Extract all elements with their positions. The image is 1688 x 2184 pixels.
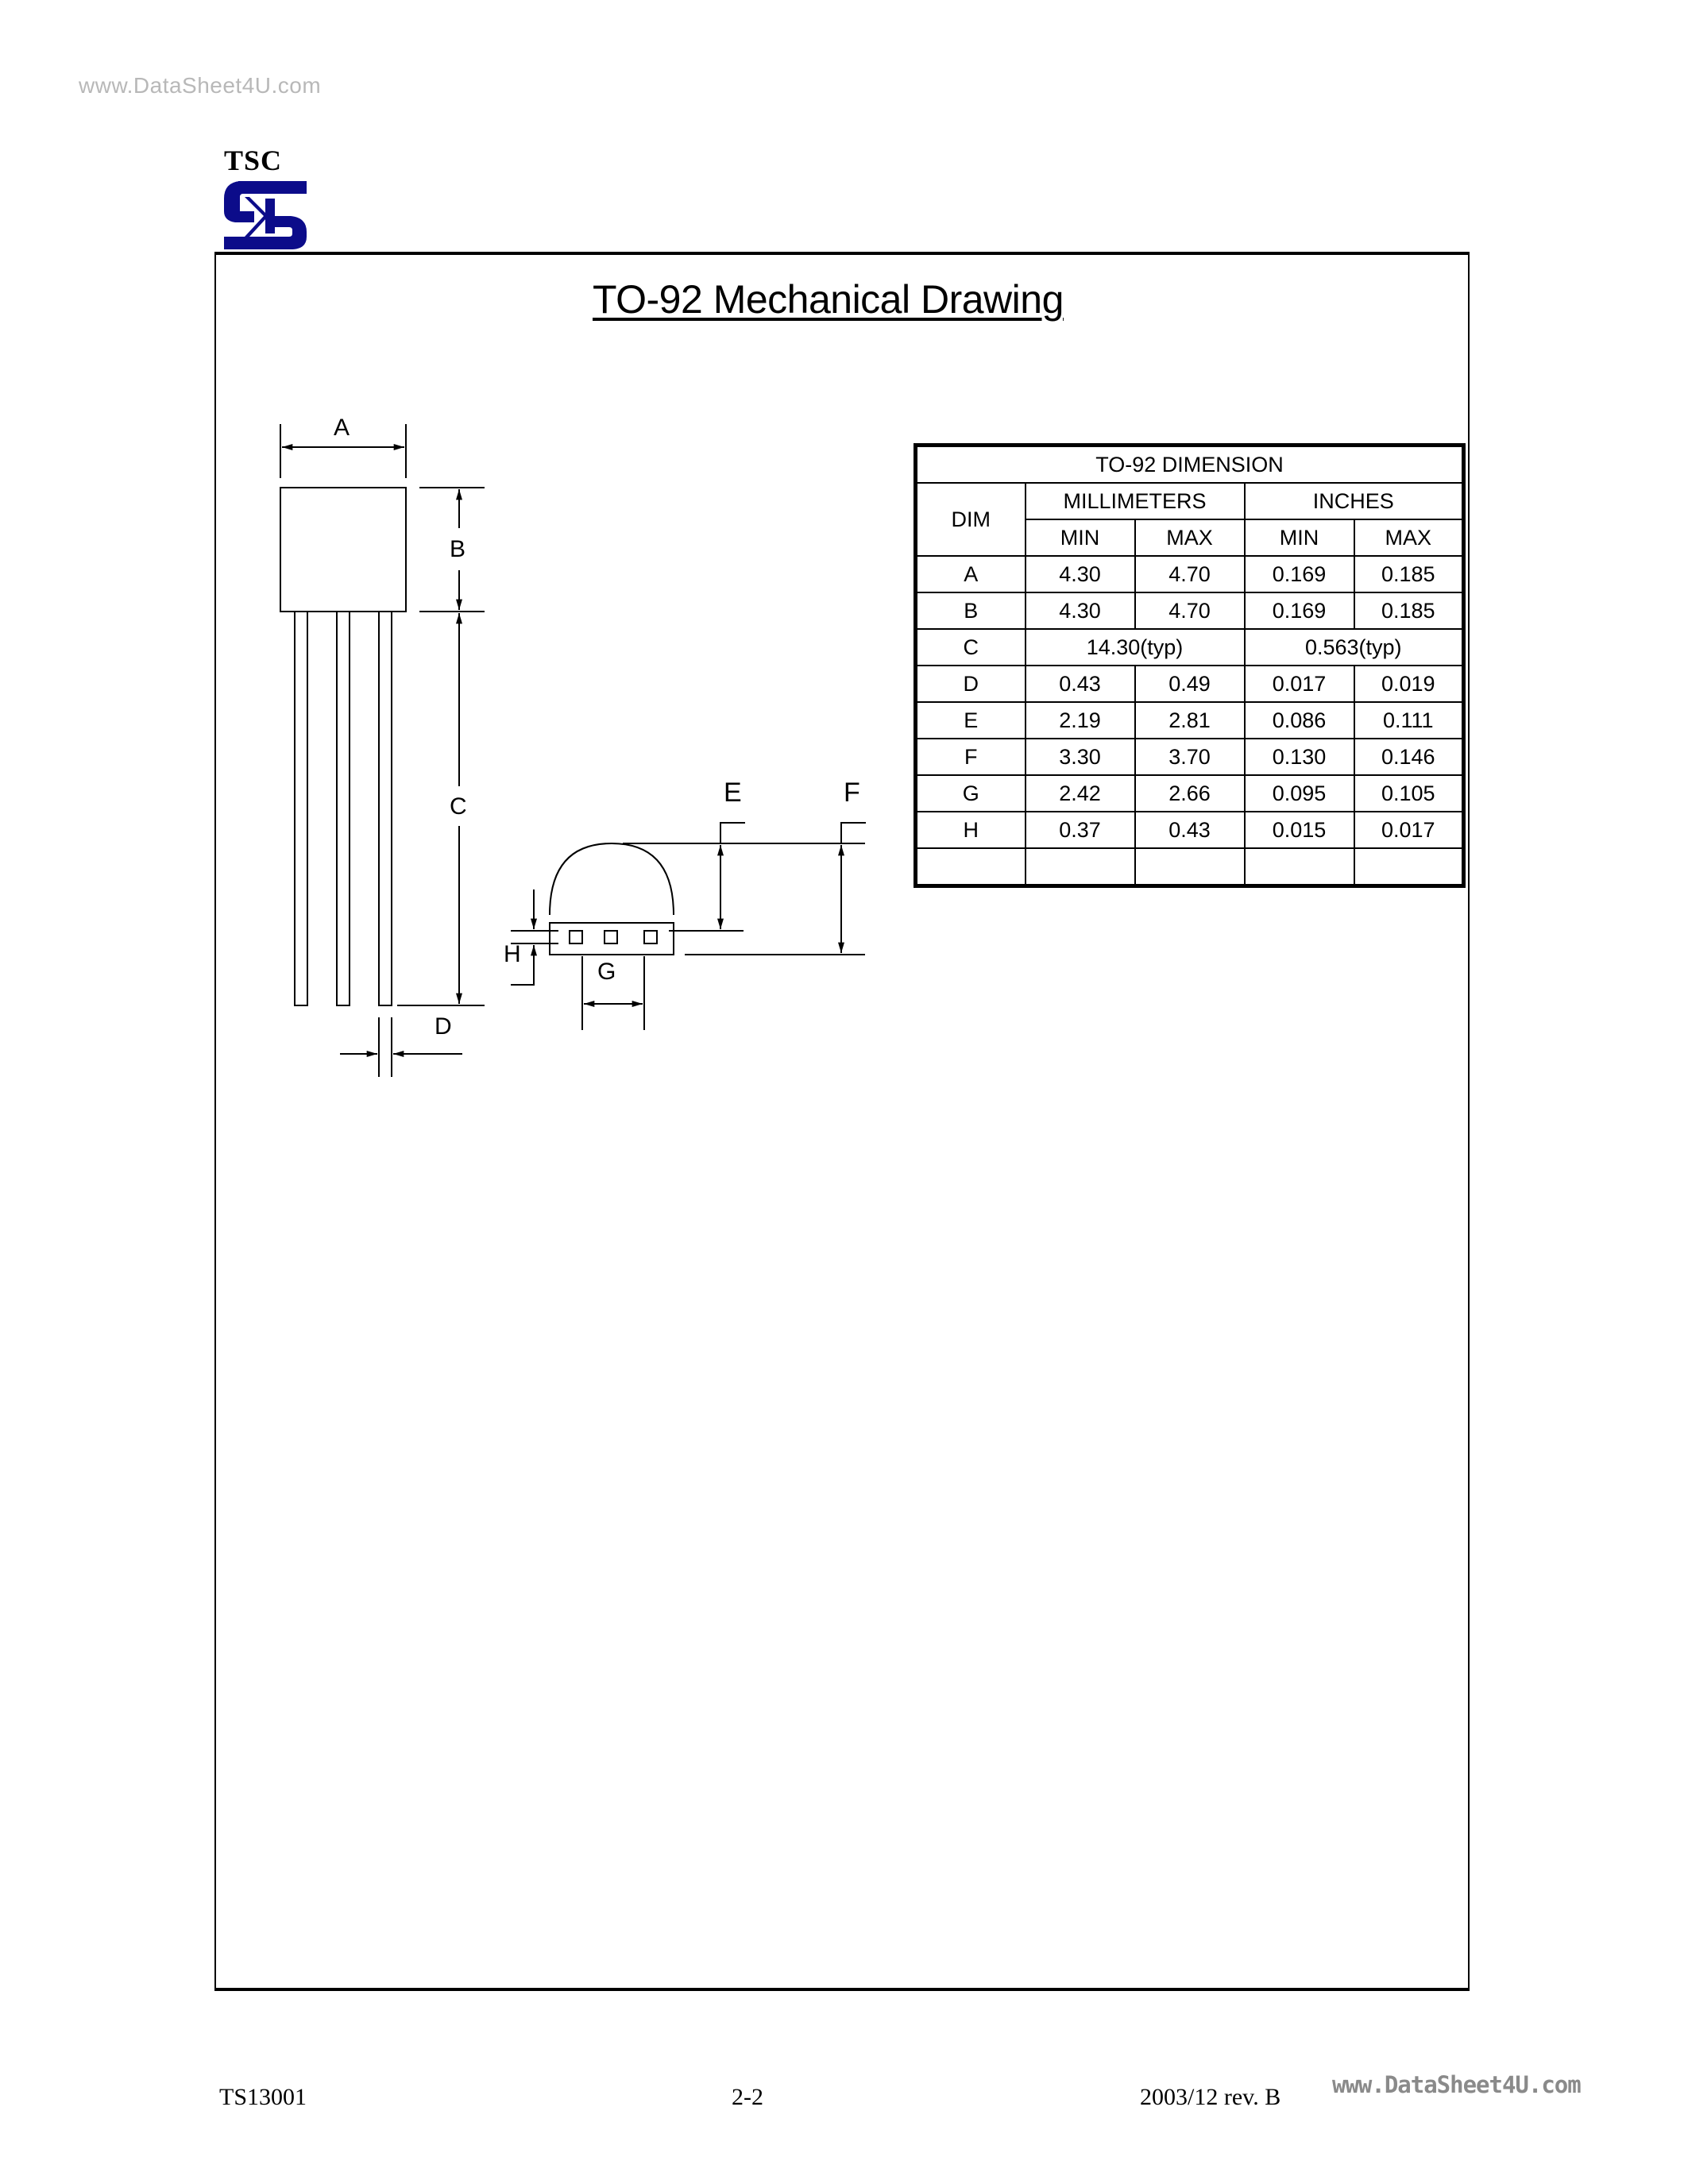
in-max-cell: 0.019 — [1353, 665, 1465, 703]
table-row: F 3.30 3.70 0.130 0.146 — [914, 738, 1465, 776]
unit-header-inches: INCHES — [1243, 482, 1465, 520]
mm-max-cell: 0.43 — [1134, 811, 1246, 849]
footer-revision: 2003/12 rev. B — [1140, 2084, 1281, 2110]
mm-max-cell: 2.66 — [1134, 774, 1246, 812]
mm-max-cell: 4.70 — [1134, 555, 1246, 593]
mm-max-cell: 3.70 — [1134, 738, 1246, 776]
table-empty-row — [914, 847, 1465, 887]
in-max-cell: 0.185 — [1353, 592, 1465, 630]
in-min-cell: 0.086 — [1243, 701, 1355, 739]
dim-cell: G — [914, 774, 1026, 812]
empty-cell — [1134, 847, 1246, 887]
dim-cell: A — [914, 555, 1026, 593]
dim-label-a: A — [334, 415, 350, 441]
dim-label-e: E — [724, 778, 742, 808]
sub-header-in-min: MIN — [1243, 519, 1355, 557]
empty-cell — [914, 847, 1026, 887]
tsc-s-logo-icon — [224, 181, 307, 249]
in-max-cell: 0.111 — [1353, 701, 1465, 739]
package-base-outline — [549, 922, 674, 955]
table-row: E 2.19 2.81 0.086 0.111 — [914, 701, 1465, 739]
in-max-cell: 0.105 — [1353, 774, 1465, 812]
in-min-cell: 0.015 — [1243, 811, 1355, 849]
dim-label-g: G — [597, 959, 616, 985]
table-row: G 2.42 2.66 0.095 0.105 — [914, 774, 1465, 812]
table-title: TO-92 DIMENSION — [914, 444, 1465, 484]
sub-header-in-max: MAX — [1353, 519, 1465, 557]
lead-1 — [294, 611, 308, 1006]
dim-cell: E — [914, 701, 1026, 739]
dim-cell: H — [914, 811, 1026, 849]
table-row: D 0.43 0.49 0.017 0.019 — [914, 665, 1465, 703]
dim-cell: D — [914, 665, 1026, 703]
dimension-table: TO-92 DIMENSION DIM MILLIMETERS INCHES M… — [914, 443, 1466, 888]
unit-header-mm: MILLIMETERS — [1024, 482, 1246, 520]
dim-cell: B — [914, 592, 1026, 630]
sub-header-mm-min: MIN — [1024, 519, 1136, 557]
lead-3 — [378, 611, 392, 1006]
footer-page-number: 2-2 — [732, 2084, 763, 2110]
mm-min-cell: 4.30 — [1024, 555, 1136, 593]
company-logo: TSC — [222, 145, 308, 249]
footer-doc-id: TS13001 — [219, 2084, 307, 2110]
table-row: B 4.30 4.70 0.169 0.185 — [914, 592, 1465, 630]
mm-max-cell: 2.81 — [1134, 701, 1246, 739]
mm-min-cell: 0.37 — [1024, 811, 1136, 849]
watermark-top: www.DataSheet4U.com — [79, 73, 322, 98]
dim-cell: C — [914, 628, 1026, 666]
table-row: H 0.37 0.43 0.015 0.017 — [914, 811, 1465, 849]
dim-label-f: F — [844, 778, 860, 808]
page-title: TO-92 Mechanical Drawing — [593, 277, 1064, 322]
dim-label-c: C — [450, 793, 467, 820]
empty-cell — [1243, 847, 1355, 887]
drawing-frame — [214, 252, 1470, 1991]
dim-label-h: H — [504, 941, 521, 967]
mm-min-cell: 3.30 — [1024, 738, 1136, 776]
sub-header-mm-max: MAX — [1134, 519, 1246, 557]
in-min-cell: 0.169 — [1243, 555, 1355, 593]
mm-min-cell: 4.30 — [1024, 592, 1136, 630]
watermark-bottom: www.DataSheet4U.com — [1332, 2071, 1582, 2098]
mm-max-cell: 0.49 — [1134, 665, 1246, 703]
dim-header: DIM — [914, 482, 1026, 557]
table-sub-header-row: MIN MAX MIN MAX — [916, 519, 1465, 557]
package-body-outline — [280, 487, 407, 612]
mm-max-cell: 4.70 — [1134, 592, 1246, 630]
dim-label-b: B — [450, 536, 466, 562]
in-min-cell: 0.130 — [1243, 738, 1355, 776]
mm-min-cell: 2.19 — [1024, 701, 1136, 739]
empty-cell — [1353, 847, 1465, 887]
in-min-cell: 0.017 — [1243, 665, 1355, 703]
in-max-cell: 0.185 — [1353, 555, 1465, 593]
in-typ-cell: 0.563(typ) — [1243, 628, 1465, 666]
logo-text: TSC — [224, 145, 283, 176]
in-min-cell: 0.095 — [1243, 774, 1355, 812]
table-unit-header-row: DIM MILLIMETERS INCHES — [914, 482, 1465, 557]
in-max-cell: 0.017 — [1353, 811, 1465, 849]
table-row: A 4.30 4.70 0.169 0.185 — [914, 555, 1465, 593]
in-min-cell: 0.169 — [1243, 592, 1355, 630]
package-dome-outline — [549, 842, 674, 916]
empty-cell — [1024, 847, 1136, 887]
dim-cell: F — [914, 738, 1026, 776]
in-max-cell: 0.146 — [1353, 738, 1465, 776]
dim-label-d: D — [435, 1013, 452, 1040]
table-title-row: TO-92 DIMENSION — [914, 444, 1465, 484]
lead-2 — [336, 611, 350, 1006]
mm-min-cell: 0.43 — [1024, 665, 1136, 703]
mm-min-cell: 2.42 — [1024, 774, 1136, 812]
table-row: C 14.30(typ) 0.563(typ) — [914, 628, 1465, 666]
mm-typ-cell: 14.30(typ) — [1024, 628, 1246, 666]
